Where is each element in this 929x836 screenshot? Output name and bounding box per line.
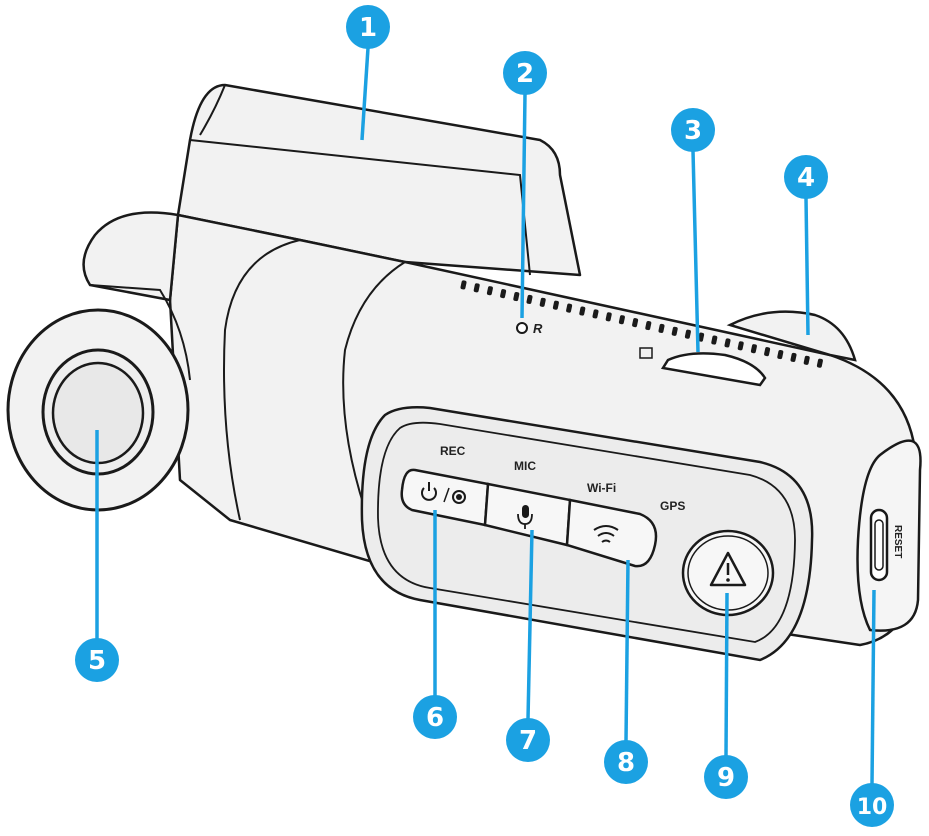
callout-number-8: 8 — [617, 748, 635, 778]
callout-number-9: 9 — [717, 763, 735, 793]
callout-line-3 — [693, 151, 698, 352]
lens — [8, 285, 190, 510]
reset-label: R — [533, 321, 543, 336]
callout-number-1: 1 — [359, 13, 377, 43]
callout-line-10 — [872, 590, 874, 784]
gps-label: GPS — [660, 499, 685, 513]
mic-label: MIC — [514, 459, 536, 473]
callout-line-9 — [726, 593, 727, 756]
callout-number-7: 7 — [519, 726, 537, 756]
callout-number-5: 5 — [88, 646, 106, 676]
callout-number-6: 6 — [426, 703, 444, 733]
callout-line-4 — [806, 198, 808, 335]
callout-number-10: 10 — [857, 795, 888, 820]
callout-line-2 — [522, 94, 525, 318]
rec-label: REC — [440, 444, 466, 458]
wifi-label: Wi-Fi — [587, 481, 616, 495]
callout-number-3: 3 — [684, 116, 702, 146]
callout-line-8 — [626, 560, 628, 741]
callout-number-4: 4 — [797, 163, 815, 193]
port-label: RESET — [892, 525, 903, 558]
callout-number-2: 2 — [516, 59, 534, 89]
